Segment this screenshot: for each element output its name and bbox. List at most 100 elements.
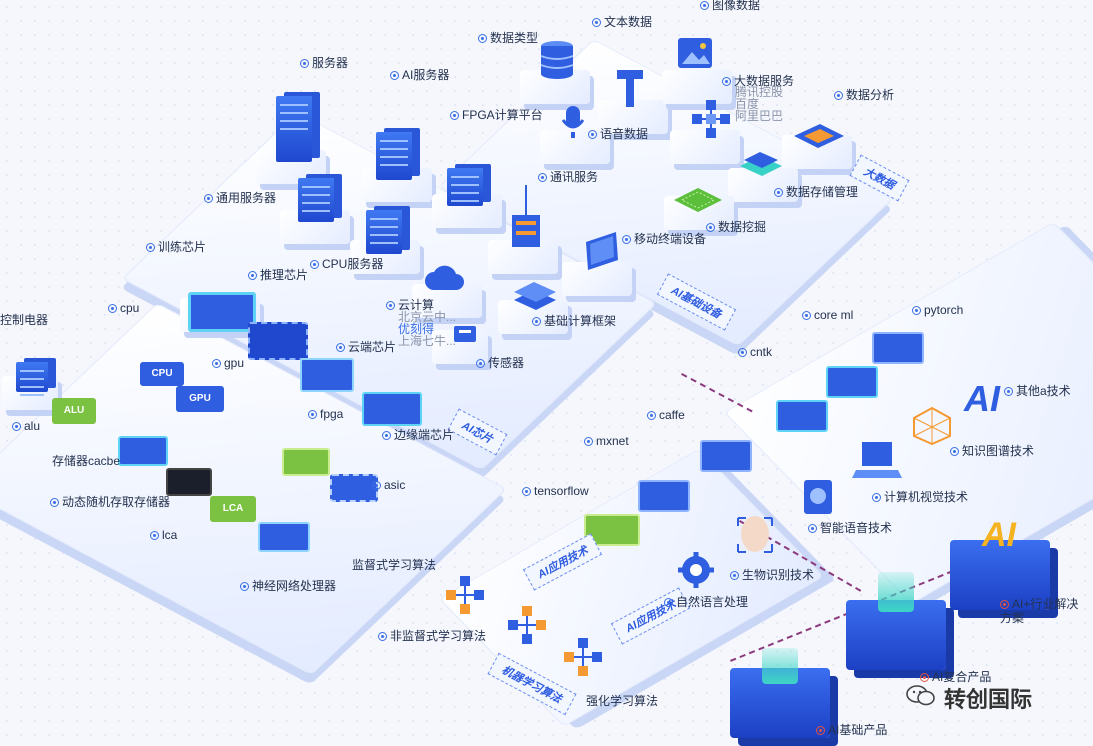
circle-dot-icon [108, 304, 117, 313]
label-mobile-device[interactable]: 移动终端设备 [622, 232, 706, 246]
circle-dot-icon [912, 306, 921, 315]
server-rack-icon [298, 178, 334, 222]
label-speech-tech[interactable]: 智能语音技术 [808, 521, 892, 535]
label-other-ai[interactable]: 其他a技术 [1004, 384, 1071, 398]
label-training-chip[interactable]: 训练芯片 [146, 240, 206, 254]
label-cpu-server[interactable]: CPU服务器 [310, 257, 383, 271]
label-data-type[interactable]: 数据类型 [478, 31, 538, 45]
circle-dot-icon [664, 598, 673, 607]
image-icon [676, 34, 716, 74]
circle-dot-icon [372, 481, 381, 490]
hologram-icon [762, 648, 798, 684]
label-cpu[interactable]: cpu [108, 301, 139, 315]
label-image-data[interactable]: 图像数据 [700, 0, 760, 12]
label-caffe[interactable]: caffe [647, 408, 685, 422]
green-grid-icon [672, 186, 724, 214]
label-inference-chip[interactable]: 推理芯片 [248, 268, 308, 282]
circle-dot-icon [584, 437, 593, 446]
control-unit-icon [16, 362, 48, 392]
vendor-text: 百度 [735, 97, 760, 111]
label-nlp[interactable]: 自然语言处理 [664, 595, 748, 609]
circle-dot-icon [476, 359, 485, 368]
label-basic-framework[interactable]: 基础计算框架 [532, 314, 616, 328]
label-computer-vision[interactable]: 计算机视觉技术 [872, 490, 968, 504]
label-storage-cache[interactable]: 存储器cacbe [52, 454, 121, 468]
server-rack-icon [447, 168, 483, 206]
label-ai-composite[interactable]: AI复合产品 [920, 670, 991, 684]
molecule-stage-icon [872, 332, 924, 364]
network-cubes-icon [688, 98, 734, 144]
label-dram[interactable]: 动态随机存取存储器 [50, 495, 170, 509]
circle-dot-icon [450, 111, 459, 120]
layers-stack-icon [512, 280, 558, 312]
label-npu[interactable]: 神经网络处理器 [240, 579, 336, 593]
circle-dot-icon [378, 632, 387, 641]
label-control-unit[interactable]: 控制电器 [0, 313, 49, 327]
circle-dot-icon [390, 71, 399, 80]
circle-dot-icon [722, 77, 731, 86]
circle-dot-icon [248, 271, 257, 280]
label-reinforcement[interactable]: 强化学习算法 [586, 694, 659, 708]
cube-network-icon [442, 574, 488, 620]
circle-dot-icon [950, 447, 959, 456]
npu-chip-icon [258, 522, 310, 552]
label-cntk[interactable]: cntk [738, 345, 772, 359]
label-ai-server[interactable]: AI服务器 [390, 68, 449, 82]
label-fpga[interactable]: fpga [308, 407, 343, 421]
label-data-analysis[interactable]: 数据分析 [834, 88, 894, 102]
label-server[interactable]: 服务器 [300, 56, 348, 70]
label-gpu[interactable]: gpu [212, 356, 244, 370]
label-voice-data[interactable]: 语音数据 [588, 127, 648, 141]
pad [662, 70, 732, 104]
circle-dot-icon [872, 493, 881, 502]
circle-dot-icon [478, 34, 487, 43]
laptop-icon [852, 440, 902, 484]
circle-dot-icon [382, 431, 391, 440]
label-fpga-platform[interactable]: FPGA计算平台 [450, 108, 543, 122]
circle-dot-icon [592, 18, 601, 27]
label-cloud-compute[interactable]: 云计算 [386, 298, 434, 312]
text-t-icon [615, 68, 645, 108]
label-cloud-chip[interactable]: 云端芯片 [336, 340, 396, 354]
circle-dot-icon [50, 498, 59, 507]
cache-chip-icon [118, 436, 168, 466]
label-biometric[interactable]: 生物识别技术 [730, 568, 814, 582]
circle-dot-icon [12, 422, 21, 431]
label-alu[interactable]: alu [12, 419, 40, 433]
label-ai-basic[interactable]: AI基础产品 [816, 723, 887, 737]
label-unsupervised[interactable]: 非监督式学习算法 [378, 629, 486, 643]
circle-dot-icon [150, 531, 159, 540]
wechat-icon [906, 684, 936, 706]
label-pytorch[interactable]: pytorch [912, 303, 963, 317]
label-comm-service[interactable]: 通讯服务 [538, 170, 598, 184]
molecule-stage-icon [638, 480, 690, 512]
label-sensor[interactable]: 传感器 [476, 356, 524, 370]
label-data-storage-mgmt[interactable]: 数据存储管理 [774, 185, 858, 199]
circle-dot-icon [738, 348, 747, 357]
circle-dot-icon [522, 487, 531, 496]
circle-dot-icon [1004, 387, 1013, 396]
vendor-text: 北京云中... [398, 310, 457, 324]
label-general-server[interactable]: 通用服务器 [204, 191, 276, 205]
label-core-ml[interactable]: core ml [802, 308, 853, 322]
label-tensorflow[interactable]: tensorflow [522, 484, 589, 498]
label-ai-industry[interactable]: AI+行业解决方案 [1000, 597, 1079, 625]
label-asic[interactable]: asic [372, 478, 405, 492]
circle-dot-icon [588, 130, 597, 139]
circle-dot-icon [300, 59, 309, 68]
label-data-mining[interactable]: 数据挖掘 [706, 220, 766, 234]
molecule-stage-icon [776, 400, 828, 432]
circle-dot-icon [386, 301, 395, 310]
hologram-icon [878, 572, 914, 612]
database-icon [540, 40, 574, 80]
label-edge-chip[interactable]: 边缘端芯片 [382, 428, 454, 442]
label-lca[interactable]: lca [150, 528, 177, 542]
vendor-text: 阿里巴巴 [735, 109, 784, 123]
label-big-data-service[interactable]: 大数据服务 [722, 74, 794, 88]
circle-dot-icon [212, 359, 221, 368]
label-supervised[interactable]: 监督式学习算法 [352, 558, 437, 572]
label-mxnet[interactable]: mxnet [584, 434, 629, 448]
label-text-data[interactable]: 文本数据 [592, 15, 652, 29]
circle-dot-icon [730, 571, 739, 580]
label-knowledge-graph[interactable]: 知识图谱技术 [950, 444, 1034, 458]
